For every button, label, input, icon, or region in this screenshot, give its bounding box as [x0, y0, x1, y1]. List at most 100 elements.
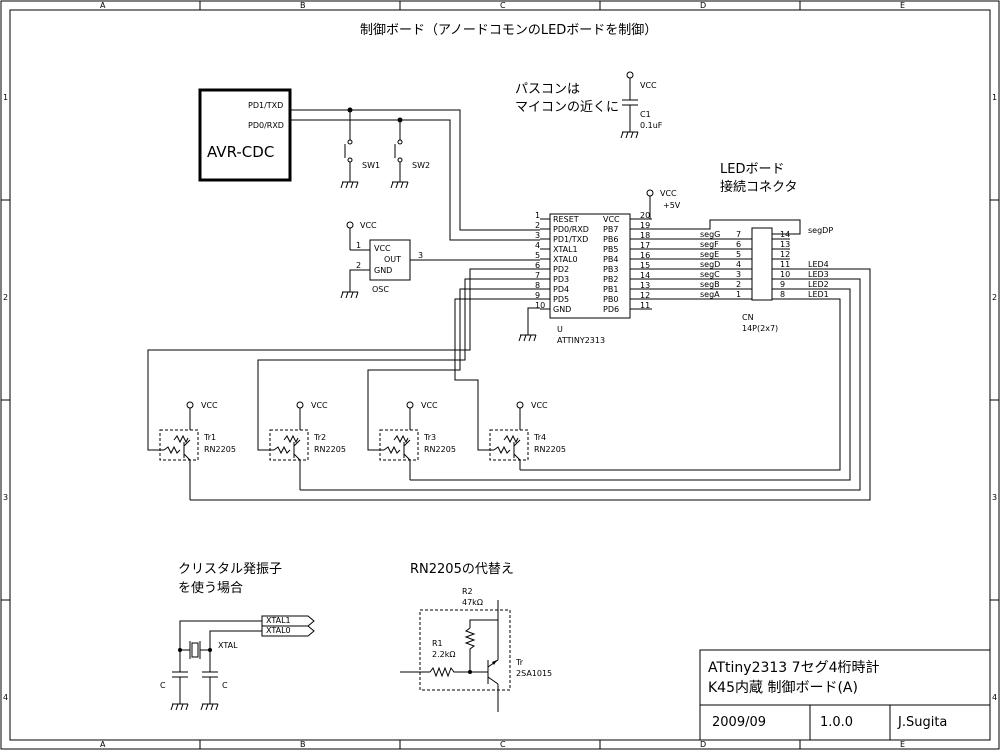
vcc-label: VCC: [201, 401, 218, 410]
mcu-power: [518, 189, 654, 342]
cn-pin-number: 3: [736, 270, 741, 279]
vcc-label: VCC: [660, 189, 677, 198]
mcu-pin-number: 13: [640, 281, 650, 290]
mcu-pin-name: GND: [553, 305, 571, 314]
transistor-part: RN2205: [204, 445, 236, 454]
c-label: C: [160, 681, 166, 690]
page-title: 制御ボード（アノードコモンのLEDボードを制御）: [360, 23, 657, 38]
transistor-package: [269, 429, 309, 461]
mcu-pin-name: VCC: [603, 215, 620, 224]
mcu-pin-name: PB2: [603, 275, 618, 284]
cn-pin-number: 10: [780, 270, 790, 279]
base-resistor: [163, 445, 181, 455]
r2-value: 47kΩ: [462, 598, 483, 607]
transistor-emitter: [183, 439, 191, 447]
transistor-collector: [183, 453, 191, 461]
c1-value: 0.1uF: [640, 121, 663, 130]
cn-net-label: LED1: [808, 290, 829, 299]
cn-pin-number: 4: [736, 260, 741, 269]
c1-ref: C1: [640, 110, 651, 119]
transistor-part: RN2205: [534, 445, 566, 454]
inner-border: [9, 9, 991, 741]
segment-net-label: segB: [700, 280, 720, 289]
transistor-array: VCCTr1RN2205VCCTr2RN2205VCCTr3RN2205VCCT…: [147, 268, 871, 501]
cn-net-label: LED3: [808, 270, 829, 279]
mcu-ref: U: [557, 325, 563, 334]
cn-pin-number: 2: [736, 280, 741, 289]
vcc-symbol: [186, 401, 194, 409]
mcu-pin-number: 14: [640, 271, 650, 280]
row-label: 1: [3, 93, 8, 102]
cn-pin-number: 12: [780, 250, 790, 259]
segment-net-label: segC: [700, 270, 720, 279]
mcu-pin-name: PD3: [553, 275, 569, 284]
mcu-pin-number: 19: [640, 221, 650, 230]
mcu-pin-number: 10: [535, 301, 545, 310]
avr-cdc-box: [198, 88, 292, 182]
mcu-pin-number: 4: [535, 241, 540, 250]
cn-pin-number: 9: [780, 280, 785, 289]
oscillator: [340, 221, 540, 299]
vcc-symbol: [406, 401, 414, 409]
tr-ref: Tr: [515, 658, 524, 667]
c-label: C: [222, 681, 228, 690]
base-drive-wire: [147, 268, 540, 451]
mcu-pin-number: 1: [535, 211, 540, 220]
mcu-pin-name: PD5: [553, 295, 569, 304]
transistor-part: RN2205: [424, 445, 456, 454]
mcu-part: ATTINY2313: [557, 336, 605, 345]
xtal-label: XTAL: [218, 641, 238, 650]
cn-pin-number: 13: [780, 240, 790, 249]
bias-resistor: [283, 434, 299, 444]
cn-pin-number: 5: [736, 250, 741, 259]
bypass-note-line2: マイコンの近くに: [515, 100, 619, 115]
led-board-label-line2: 接続コネクタ: [720, 179, 797, 195]
vcc-label: VCC: [360, 221, 377, 230]
segment-net-label: segF: [700, 240, 719, 249]
mcu-pin-number: 8: [535, 281, 540, 290]
transistor-collector: [293, 453, 301, 461]
bias-resistor: [173, 434, 189, 444]
mcu-pin-name: PD2: [553, 265, 569, 274]
alt-heading: RN2205の代替え: [410, 562, 514, 577]
mcu-pin-number: 18: [640, 231, 650, 240]
mcu-pin-name: PB7: [603, 225, 618, 234]
transistor-ref: Tr4: [533, 433, 546, 442]
titleblock-line1: ATtiny2313 7セグ4桁時計: [708, 660, 879, 676]
sw1-label: SW1: [362, 161, 380, 170]
base-drive-wire: [257, 278, 540, 451]
transistor-collector: [513, 453, 521, 461]
osc-gnd-pin: GND: [374, 266, 392, 275]
col-label: A: [100, 1, 106, 10]
row-label: 2: [992, 293, 997, 302]
transistor-emitter: [293, 439, 301, 447]
transistor-emitter: [513, 439, 521, 447]
osc-pin2: 2: [356, 261, 361, 270]
col-label: D: [700, 740, 706, 749]
usb-wires: [290, 107, 540, 241]
mcu-pin-name: PB1: [603, 285, 618, 294]
osc-out-pin: OUT: [384, 255, 401, 264]
frame-column-labels: A B C D E A B C D E: [100, 1, 905, 749]
avr-cdc-label: AVR-CDC: [207, 143, 274, 161]
mcu-pin-number: 20: [640, 211, 650, 220]
row-label: 3: [3, 493, 8, 502]
mcu-pin-number: 16: [640, 251, 650, 260]
col-label: B: [300, 1, 306, 10]
cn-pin-number: 11: [780, 260, 790, 269]
row-label: 4: [992, 693, 997, 702]
led-common-wire: [300, 278, 861, 491]
crystal-heading-line2: を使う場合: [178, 580, 243, 596]
vcc-symbol: [516, 401, 524, 409]
frame-row-labels: 1 2 3 4 1 2 3 4: [3, 93, 997, 702]
mcu-pin-name: XTAL1: [553, 245, 578, 254]
segment-net-label: segD: [700, 260, 720, 269]
vcc-symbol: [296, 401, 304, 409]
transistor-ref: Tr1: [203, 433, 216, 442]
transistor-package: [489, 429, 529, 461]
vcc-label: VCC: [311, 401, 328, 410]
mcu-pin-number: 3: [535, 231, 540, 240]
cn-pin-number: 8: [780, 290, 785, 299]
mcu-pin-name: PD0/RXD: [553, 225, 589, 234]
